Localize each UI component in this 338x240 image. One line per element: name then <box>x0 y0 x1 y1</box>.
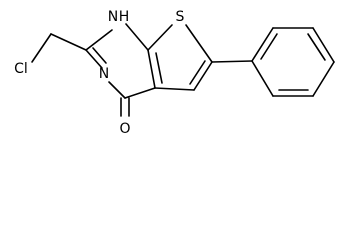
bond-ph-1-2-double <box>260 33 278 60</box>
bond-ph-3-4-double <box>307 33 326 61</box>
chemical-structure-diagram: Cl N H N O S <box>14 9 335 137</box>
bond-ph-1-2 <box>251 27 274 62</box>
atom-o-label: O <box>119 121 130 137</box>
atom-n3-label: N <box>99 66 109 82</box>
atom-n1-label: N <box>108 9 118 25</box>
bond-ph-4-5 <box>312 61 335 97</box>
bond-c4a-c7a <box>147 49 156 89</box>
bond-n1-c7a <box>125 23 149 51</box>
bond-c2-n3-double <box>92 47 107 64</box>
bond-ph-6-1 <box>251 60 274 97</box>
bond-c6-c5-double <box>189 60 206 85</box>
bond-c2-n3 <box>85 49 103 69</box>
atom-cl-label: Cl <box>14 61 28 77</box>
bond-c2-n1 <box>85 29 113 51</box>
bond-n3-c4 <box>108 81 126 99</box>
bond-c4a-c7a-double <box>155 52 163 84</box>
bond-cl-ch2 <box>31 33 52 63</box>
bond-c4-c4a <box>124 87 156 99</box>
atom-h-label: H <box>119 9 130 25</box>
bond-ph-3-4 <box>312 27 335 63</box>
bond-ch2-c2 <box>50 33 87 51</box>
atom-s-label: S <box>176 9 185 25</box>
bond-c5-c4a <box>154 87 195 91</box>
bond-s-c6 <box>185 24 213 63</box>
bond-c6-phenyl <box>211 60 253 63</box>
bond-c7a-s <box>147 24 173 51</box>
bond-c6-c5 <box>193 61 213 91</box>
